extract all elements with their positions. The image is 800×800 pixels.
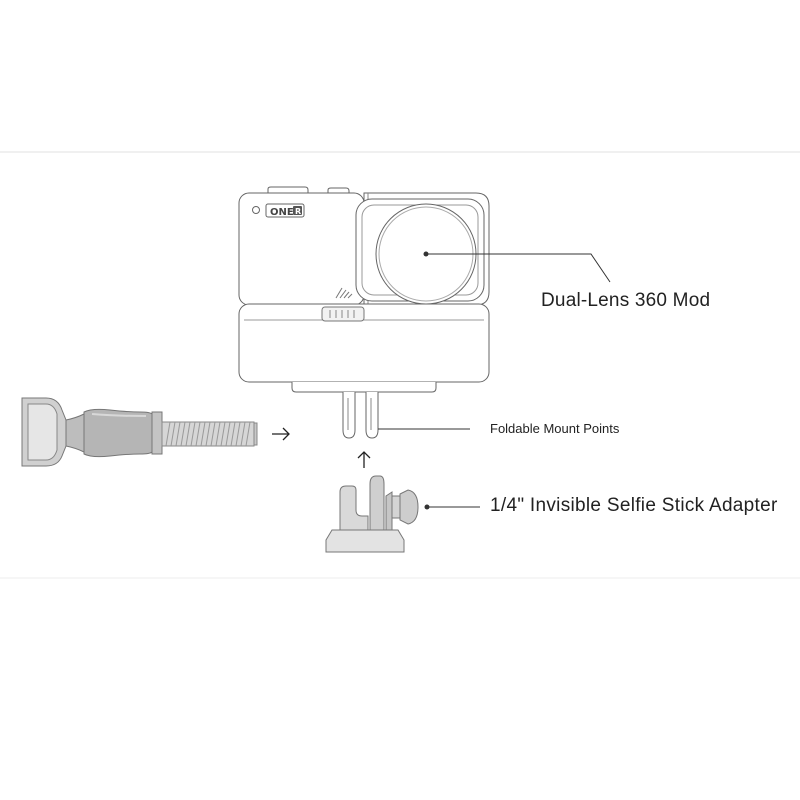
camera-top-button [267,186,309,194]
camera-illustration: ONE R [238,186,490,439]
camera-top-button-2 [327,187,350,194]
grip-marks-icon [335,287,353,299]
label-dual-lens-mod: Dual-Lens 360 Mod [541,290,711,311]
mount-plate [291,382,437,393]
selfie-stick-adapter-illustration [325,475,419,553]
camera-logo: ONE R [265,203,305,218]
label-foldable-mount-points: Foldable Mount Points [490,421,620,436]
foldable-mount-fingers [342,392,379,439]
arrow-up-icon [357,451,371,468]
logo-badge: R [295,207,301,216]
selfie-stick-illustration [21,397,258,467]
arrow-right-icon [272,427,290,441]
label-selfie-stick-adapter: 1/4" Invisible Selfie Stick Adapter [490,495,778,516]
leader-dual-lens [428,253,611,283]
leader-lines [378,253,611,510]
status-led-icon [252,206,260,214]
battery-latch [321,306,365,322]
logo-text: ONE [270,207,294,218]
